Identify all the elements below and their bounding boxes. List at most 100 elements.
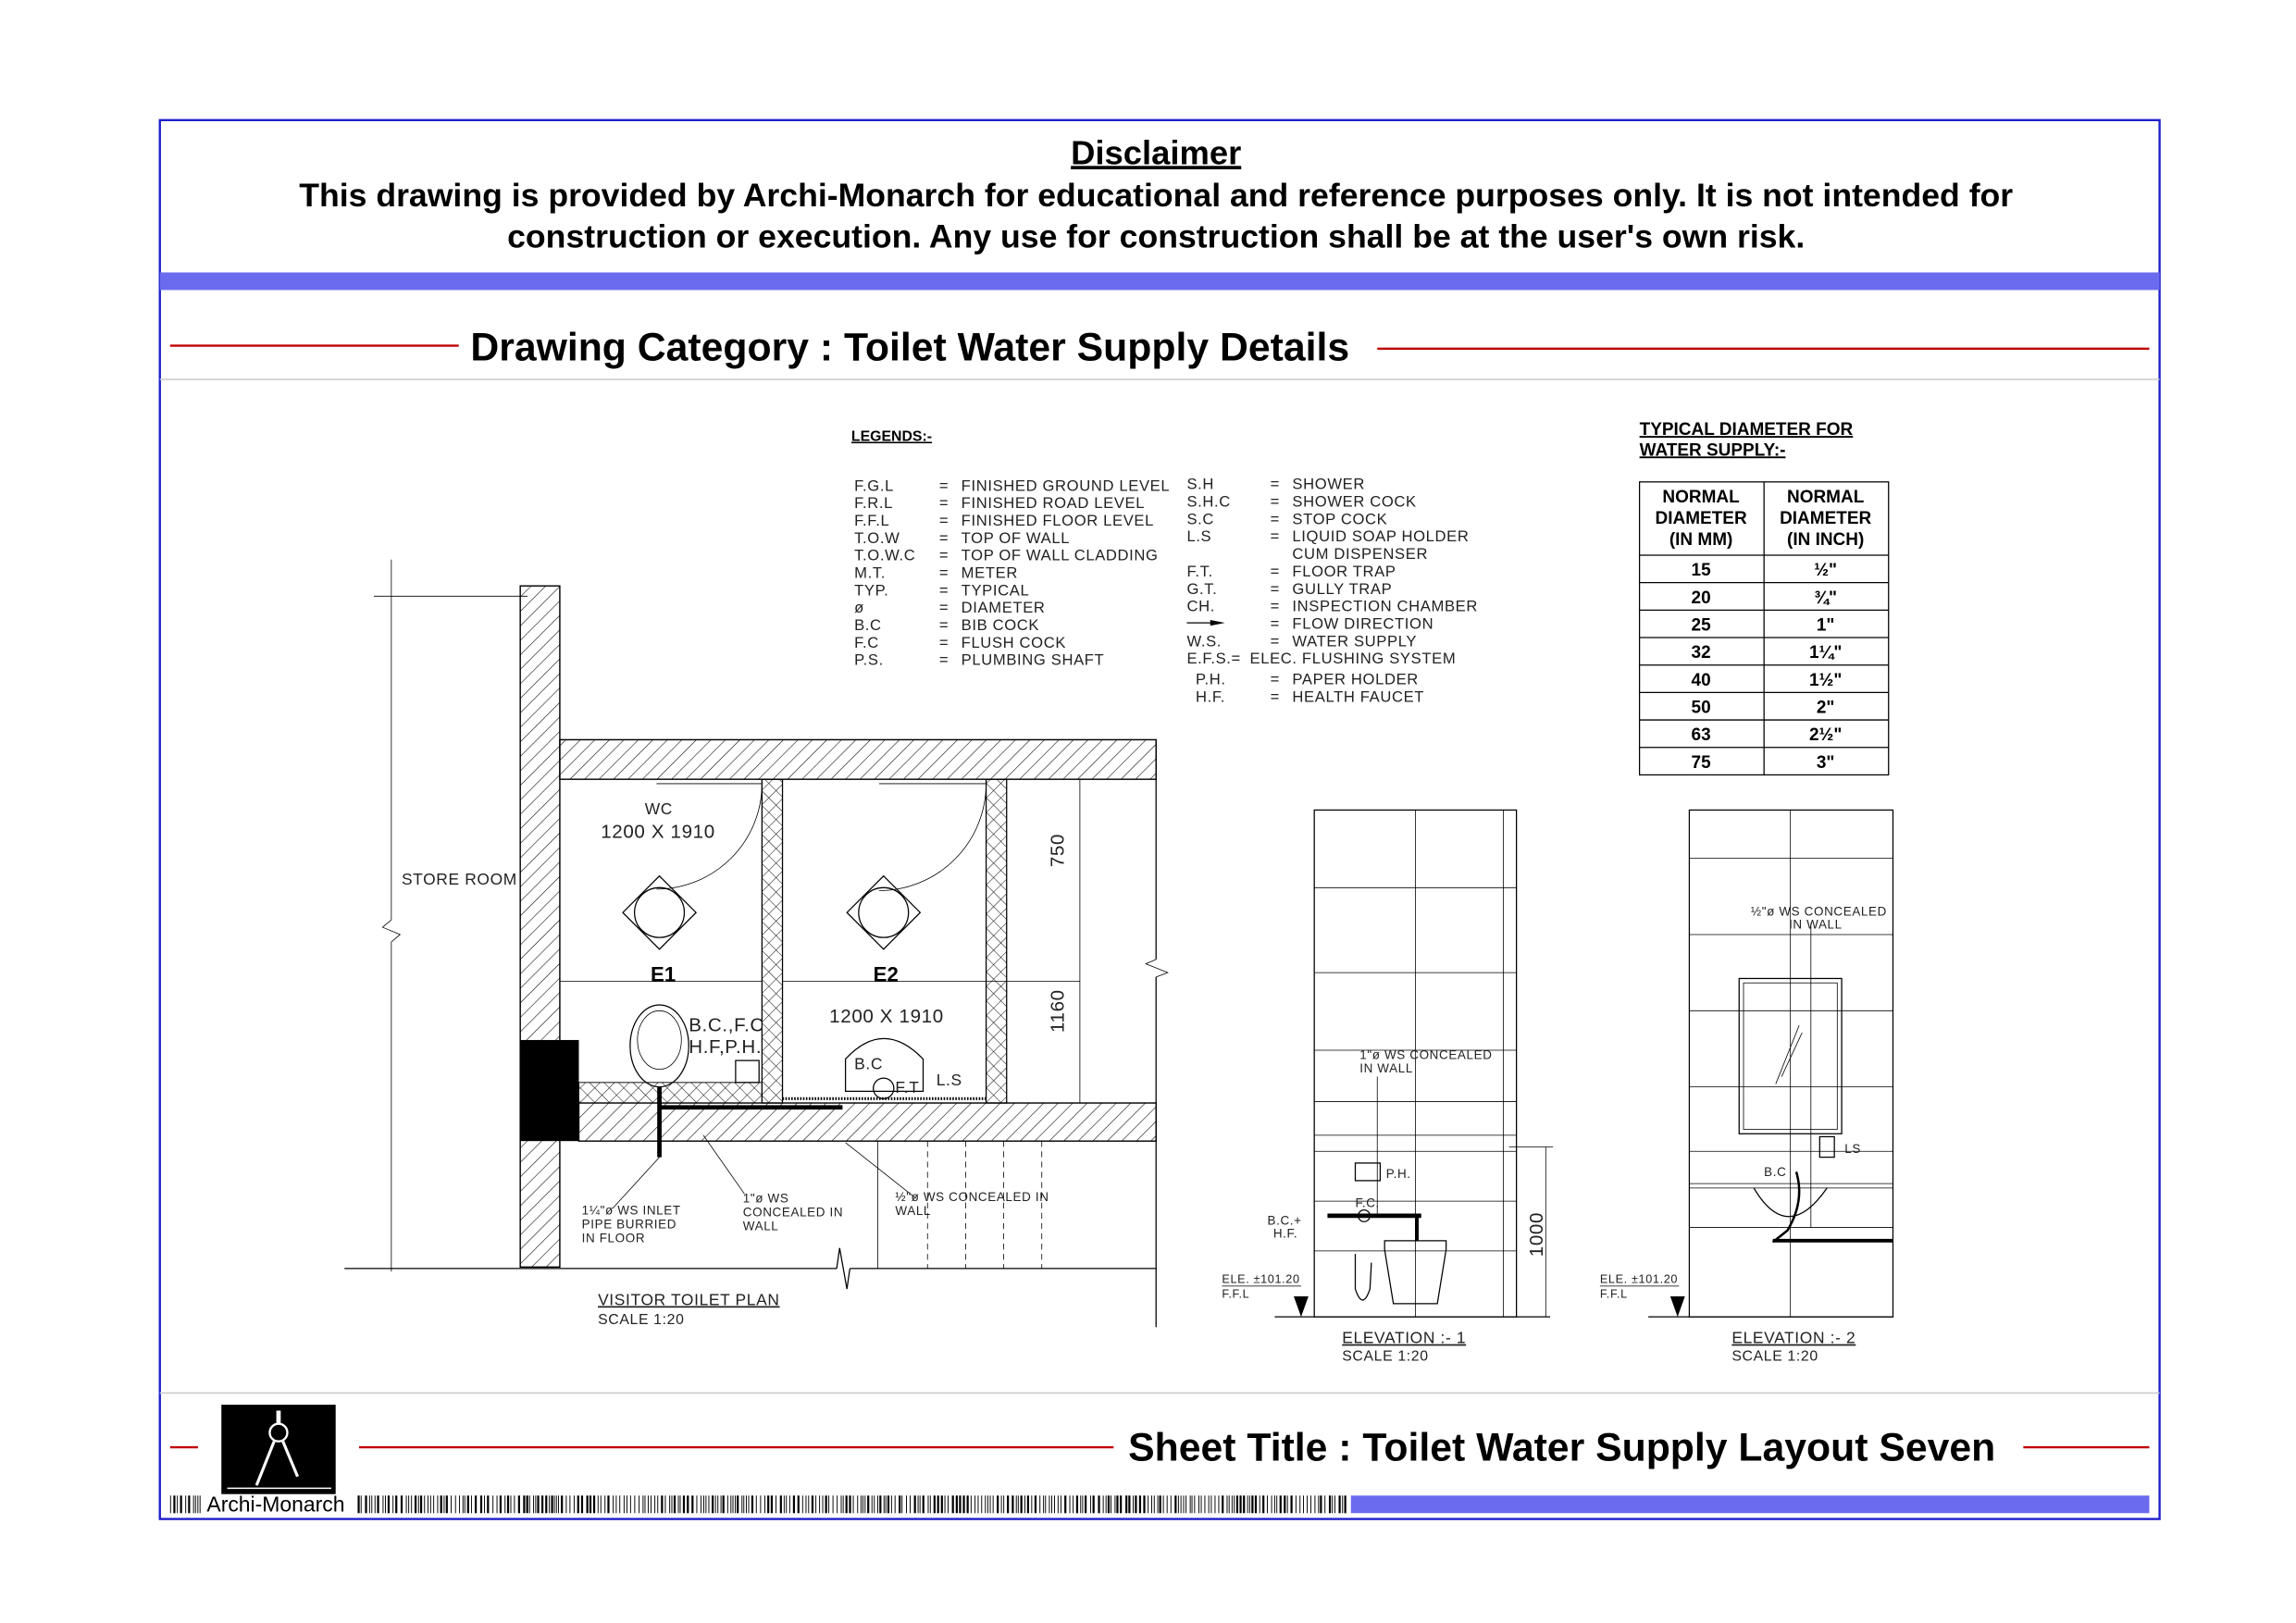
legend-desc: FLUSH COCK bbox=[962, 634, 1066, 651]
plan-note-half-in: ½"ø WS CONCEALED IN bbox=[895, 1190, 1049, 1204]
plan-note-inlet: IN FLOOR bbox=[582, 1231, 646, 1245]
legend-equals: = bbox=[939, 547, 949, 564]
legend-abbr: P.S. bbox=[854, 651, 884, 669]
legend-equals: = bbox=[939, 634, 949, 651]
wash-basin bbox=[844, 1037, 925, 1092]
cubicle-1-size: 1200 X 1910 bbox=[601, 821, 715, 842]
table-cell-inch: 2½" bbox=[1809, 725, 1842, 745]
elev1-dim-1000: 1000 bbox=[1526, 1212, 1547, 1257]
elev2-note-1: ½"ø WS CONCEALED bbox=[1751, 904, 1887, 918]
fixtures-label-2: H.F,P.H. bbox=[689, 1036, 762, 1058]
legend-abbr: F.F.L bbox=[854, 512, 889, 529]
legend-abbr: L.S bbox=[1186, 527, 1211, 545]
legend-equals: = bbox=[1271, 493, 1280, 511]
table-cell-mm: 15 bbox=[1692, 561, 1712, 580]
bchf-label-1: B.C.+ bbox=[1268, 1213, 1302, 1227]
table-cell-mm: 40 bbox=[1692, 671, 1711, 690]
wall-top bbox=[559, 738, 1157, 780]
elev1-level-1: ELE. ±101.20 bbox=[1222, 1273, 1299, 1286]
legend-abbr: S.H bbox=[1186, 476, 1214, 493]
table-cell-inch: 1¼" bbox=[1809, 643, 1842, 663]
table-header: NORMAL bbox=[1662, 488, 1740, 507]
elev1-note-2: IN WALL bbox=[1359, 1061, 1413, 1075]
table-cell-inch: 1" bbox=[1817, 615, 1835, 635]
legend-desc: TYPICAL bbox=[962, 581, 1030, 599]
disclaimer-line-1: This drawing is provided by Archi-Monarc… bbox=[299, 177, 2013, 214]
legend-desc: TOP OF WALL CLADDING bbox=[962, 547, 1159, 564]
table-cell-mm: 75 bbox=[1692, 753, 1712, 773]
legend-abbr: W.S. bbox=[1186, 632, 1222, 650]
brand-name: Archi-Monarch bbox=[206, 1493, 344, 1517]
legend-equals: = bbox=[1271, 510, 1280, 527]
elev1-note-1: 1"ø WS CONCEALED bbox=[1359, 1048, 1492, 1062]
elevation-2: ½"ø WS CONCEALED IN WALL LS B.C ELE. ±10… bbox=[1600, 809, 1894, 1365]
table-header: (IN MM) bbox=[1669, 530, 1733, 550]
legend-desc: ELEC. FLUSHING SYSTEM bbox=[1250, 650, 1457, 667]
legend-desc: PLUMBING SHAFT bbox=[962, 651, 1105, 669]
elevation-1: 1000 1"ø WS CONCEALED IN WALL P.H. F.C. … bbox=[1222, 809, 1554, 1365]
legend-abbr: ø bbox=[854, 599, 864, 616]
partition-1 bbox=[761, 778, 784, 1104]
elev2-title: ELEVATION :- 2 bbox=[1731, 1329, 1855, 1347]
elev2-bc-label: B.C bbox=[1764, 1165, 1786, 1179]
legend-block: LEGENDS:- F.G.L=FINISHED GROUND LEVELF.R… bbox=[851, 428, 1477, 705]
elev2-level-2: F.F.L bbox=[1600, 1288, 1628, 1301]
legend-equals: = bbox=[1271, 670, 1280, 688]
footer-bar bbox=[1350, 1495, 2150, 1514]
shaft-block bbox=[520, 1039, 579, 1142]
cubicle-2-size: 1200 X 1910 bbox=[829, 1006, 944, 1027]
legend-equals: = bbox=[939, 564, 949, 582]
legend-abbr: S.C bbox=[1186, 510, 1214, 527]
diameter-table: TYPICAL DIAMETER FOR WATER SUPPLY:- NORM… bbox=[1638, 420, 1890, 776]
legend-abbr: B.C bbox=[854, 616, 882, 634]
table-cell-inch: 3" bbox=[1817, 753, 1835, 773]
legend-equals: = bbox=[1271, 527, 1280, 545]
legend-desc: FINISHED FLOOR LEVEL bbox=[962, 512, 1154, 529]
legend-abbr: M.T. bbox=[854, 564, 886, 582]
elev2-ls-label: LS bbox=[1844, 1142, 1861, 1156]
legend-desc: CUM DISPENSER bbox=[1292, 545, 1428, 563]
legend-abbr: H.F. bbox=[1196, 688, 1225, 705]
legend-desc: SHOWER COCK bbox=[1292, 493, 1416, 511]
table-cell-inch: 1½" bbox=[1809, 671, 1842, 690]
legend-equals: = bbox=[1271, 580, 1280, 598]
category-title: Drawing Category : Toilet Water Supply D… bbox=[470, 325, 1349, 369]
legend-equals: = bbox=[939, 512, 949, 529]
store-room-label: STORE ROOM bbox=[402, 870, 517, 888]
barcode-strip bbox=[169, 1495, 1347, 1514]
legend-equals: = bbox=[939, 581, 949, 599]
legend-desc: WATER SUPPLY bbox=[1292, 632, 1417, 650]
dim-750: 750 bbox=[1047, 834, 1068, 867]
legend-desc: PAPER HOLDER bbox=[1292, 670, 1419, 688]
sheet-frame bbox=[158, 118, 2161, 1520]
legend-equals: = bbox=[1271, 476, 1280, 493]
plan-note-half-in: WALL bbox=[895, 1204, 931, 1218]
visitor-toilet-plan: STORE ROOM 750 1160 WC 1200 bbox=[344, 559, 1169, 1328]
legend-abbr: S.H.C bbox=[1186, 493, 1230, 511]
plan-scale: SCALE 1:20 bbox=[598, 1312, 684, 1328]
legend-desc: FINISHED ROAD LEVEL bbox=[962, 494, 1145, 512]
table-cell-mm: 50 bbox=[1692, 699, 1711, 718]
fixture-e2 bbox=[846, 874, 922, 950]
table-title-1: TYPICAL DIAMETER FOR bbox=[1640, 420, 1854, 440]
table-cell-mm: 20 bbox=[1692, 588, 1711, 608]
legend-abbr: T.O.W bbox=[854, 529, 900, 547]
table-header: (IN INCH) bbox=[1787, 530, 1864, 550]
legend-desc: FLOOR TRAP bbox=[1292, 563, 1396, 580]
plan-note-inlet: 1¼"ø WS INLET bbox=[582, 1203, 681, 1217]
legend-abbr: F.G.L bbox=[854, 477, 894, 494]
table-header: DIAMETER bbox=[1656, 509, 1747, 528]
dim-1160: 1160 bbox=[1047, 989, 1068, 1033]
table-cell-mm: 63 bbox=[1692, 725, 1711, 745]
elev2-note-2: IN WALL bbox=[1789, 918, 1843, 932]
plumbing-strip bbox=[578, 1082, 763, 1104]
disclaimer-line-2: construction or execution. Any use for c… bbox=[507, 218, 1805, 255]
legend-desc: GULLY TRAP bbox=[1292, 580, 1392, 598]
legend-abbr: CH. bbox=[1186, 598, 1215, 615]
sheet-title: Sheet Title : Toilet Water Supply Layout… bbox=[1128, 1425, 1995, 1469]
plan-title: VISITOR TOILET PLAN bbox=[598, 1290, 779, 1308]
table-cell-inch: ½" bbox=[1814, 561, 1837, 580]
table-cell-mm: 32 bbox=[1692, 643, 1711, 663]
elev1-scale: SCALE 1:20 bbox=[1342, 1349, 1428, 1365]
fc-label: F.C. bbox=[1355, 1196, 1379, 1209]
